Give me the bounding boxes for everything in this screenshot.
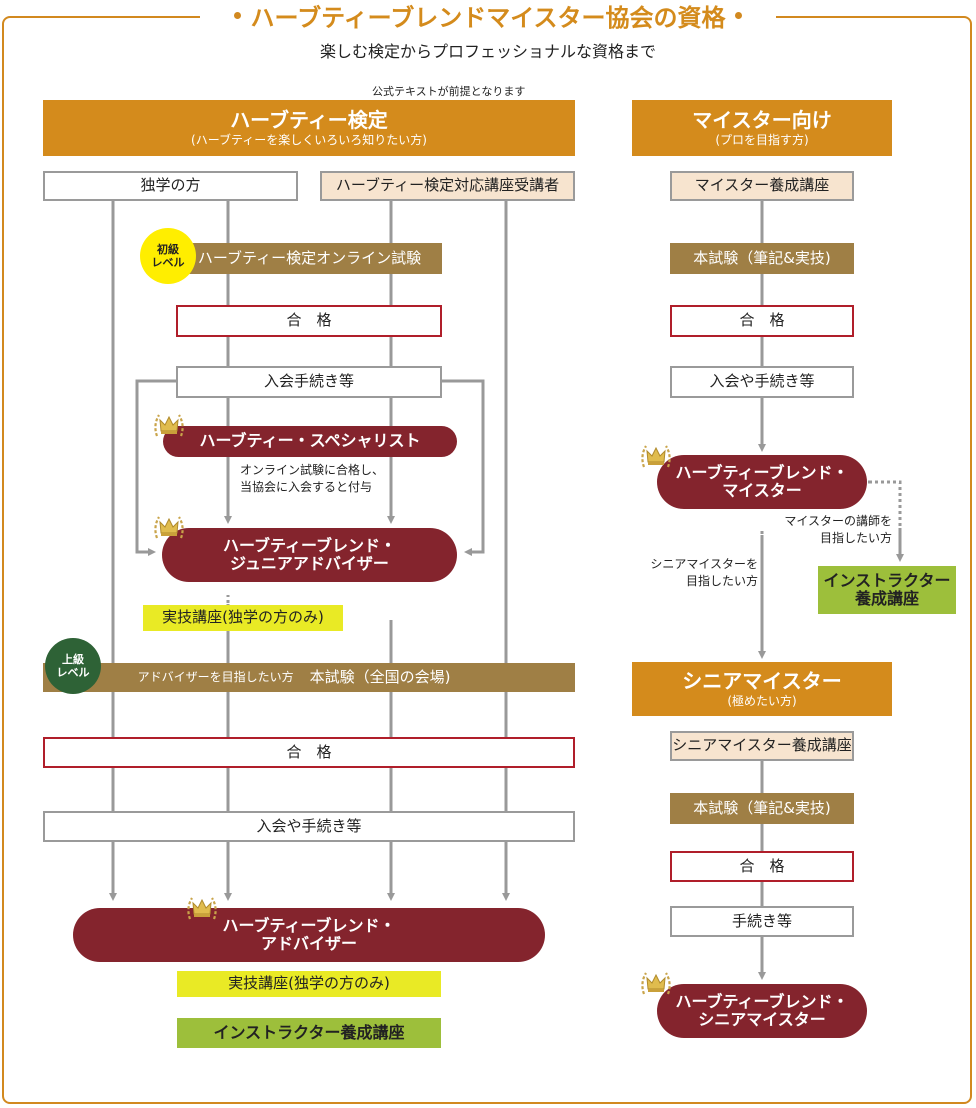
bullet-left-icon <box>233 11 241 19</box>
left-header-title: ハーブティー検定 <box>230 107 388 132</box>
senior-course-box[interactable]: シニアマイスター養成講座 <box>670 731 854 761</box>
main-exam-label: 本試験（全国の会場) <box>309 667 451 686</box>
senior-procedure-box: 手続き等 <box>670 906 854 937</box>
meister-exam-box[interactable]: 本試験（筆記&実技) <box>670 243 854 274</box>
page-subtitle: 楽しむ検定からプロフェッショナルな資格まで <box>319 42 656 61</box>
pass-box-1: 合 格 <box>176 305 442 337</box>
right-header-subtitle: (プロを目指す方) <box>715 132 809 147</box>
online-exam-box[interactable]: ハーブティー検定オンライン試験 <box>177 243 442 274</box>
senior-exam-box[interactable]: 本試験（筆記&実技) <box>670 793 854 824</box>
specialist-note: オンライン試験に合格し、 当協会に入会すると付与 <box>240 463 385 494</box>
line-loop-left <box>135 379 176 556</box>
main-exam-bar[interactable]: アドバイザーを目指したい方 本試験（全国の会場) <box>43 663 575 692</box>
meister-pill[interactable]: ハーブティーブレンド・ マイスター <box>657 455 867 509</box>
senior-meister-pill[interactable]: ハーブティーブレンド・ シニアマイスター <box>657 984 867 1038</box>
course-student-box[interactable]: ハーブティー検定対応講座受講者 <box>320 171 575 201</box>
instructor-course-left[interactable]: インストラクター養成講座 <box>177 1018 441 1048</box>
instructor-aim-note: マイスターの講師を 目指したい方 <box>784 514 892 545</box>
meister-course-box[interactable]: マイスター養成講座 <box>670 171 854 201</box>
procedure-box-1: 入会手続き等 <box>176 366 442 398</box>
bullet-right-icon <box>735 11 743 19</box>
senior-header-title: シニアマイスター <box>682 668 842 693</box>
crown-icon-meister <box>641 445 671 468</box>
right-header-title: マイスター向け <box>692 107 832 132</box>
meister-procedure-box: 入会や手続き等 <box>670 366 854 398</box>
meister-pass-box: 合 格 <box>670 305 854 337</box>
crown-icon-specialist <box>154 414 184 437</box>
practical-course-2[interactable]: 実技講座(独学の方のみ) <box>177 971 441 997</box>
adviser-aim-note: アドバイザーを目指したい方 <box>137 669 294 684</box>
pass-box-2: 合 格 <box>43 737 575 768</box>
meister-instructor-box[interactable]: インストラクター 養成講座 <box>818 566 956 614</box>
specialist-pill[interactable]: ハーブティー・スペシャリスト <box>163 426 457 457</box>
right-header-box: マイスター向け (プロを目指す方) <box>632 100 892 156</box>
beginner-level-badge: 初級 レベル <box>140 228 196 284</box>
crown-icon-adviser <box>187 897 217 920</box>
procedure-box-2: 入会や手続き等 <box>43 811 575 842</box>
senior-header-box: シニアマイスター (極めたい方) <box>632 662 892 716</box>
practical-course-1[interactable]: 実技講座(独学の方のみ) <box>143 605 343 631</box>
header-title-wrap: ハーブティーブレンドマイスター協会の資格 <box>200 0 776 32</box>
advanced-level-badge: 上級 レベル <box>45 638 101 694</box>
page-title: ハーブティーブレンドマイスター協会の資格 <box>250 3 726 32</box>
senior-pass-box: 合 格 <box>670 851 854 882</box>
senior-aim-note: シニアマイスターを 目指したい方 <box>650 557 758 588</box>
left-header-box: ハーブティー検定 (ハーブティーを楽しくいろいろ知りたい方) <box>43 100 575 156</box>
left-header-subtitle: (ハーブティーを楽しくいろいろ知りたい方) <box>191 132 427 147</box>
crown-icon-junior <box>154 516 184 539</box>
line-loop-right <box>441 379 485 556</box>
crown-icon-senior <box>641 972 671 995</box>
textbook-note: 公式テキストが前提となります <box>372 85 526 98</box>
senior-header-subtitle: (極めたい方) <box>727 693 797 708</box>
junior-adviser-pill[interactable]: ハーブティーブレンド・ ジュニアアドバイザー <box>162 528 457 582</box>
self-study-box[interactable]: 独学の方 <box>43 171 298 201</box>
adviser-pill[interactable]: ハーブティーブレンド・ アドバイザー <box>73 908 545 962</box>
